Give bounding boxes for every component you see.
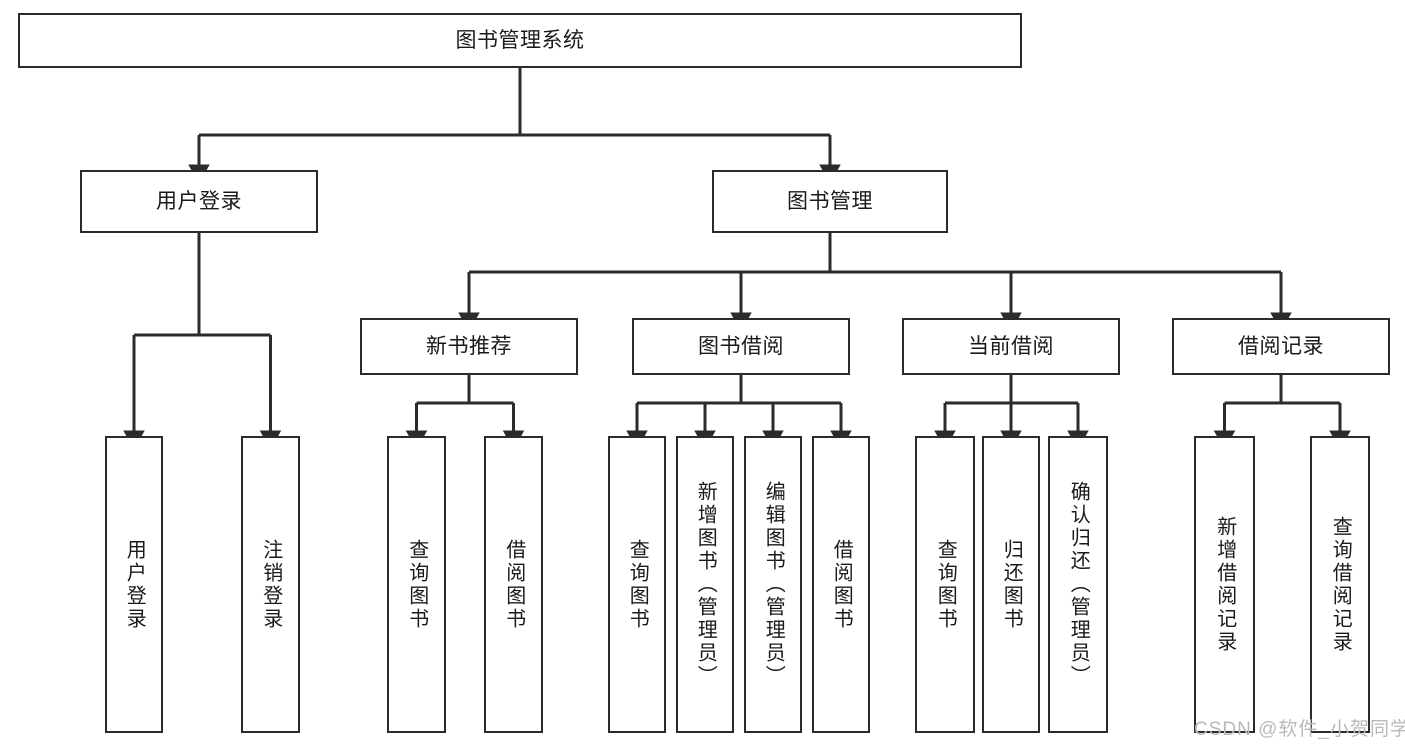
node-borrow-record-label: 借阅记录	[1238, 334, 1324, 358]
leaf-borrow-book-recommend[interactable]: 借阅图书	[484, 436, 543, 733]
node-new-book-recommend-label: 新书推荐	[426, 334, 512, 358]
node-root-label: 图书管理系统	[455, 28, 585, 52]
leaf-borrow-book[interactable]: 借阅图书	[812, 436, 870, 733]
leaf-edit-book-admin[interactable]: 编辑图书（管理员）	[744, 436, 802, 733]
node-book-borrow-label: 图书借阅	[698, 334, 784, 358]
leaf-user-login[interactable]: 用户登录	[105, 436, 163, 733]
leaf-query-book-recommend[interactable]: 查询图书	[387, 436, 446, 733]
node-user-login-label: 用户登录	[156, 189, 242, 213]
leaf-return-book[interactable]: 归还图书	[982, 436, 1040, 733]
node-book-manage[interactable]: 图书管理	[712, 170, 948, 233]
csdn-watermark: CSDN @软件_小贺同学	[1194, 719, 1405, 740]
leaf-user-logout-label: 注销登录	[259, 538, 282, 631]
leaf-confirm-return-admin[interactable]: 确认归还（管理员）	[1048, 436, 1108, 733]
leaf-query-book-current-label: 查询图书	[934, 538, 957, 631]
node-new-book-recommend[interactable]: 新书推荐	[360, 318, 578, 375]
leaf-return-book-label: 归还图书	[1000, 538, 1023, 631]
leaf-add-borrow-record-label: 新增借阅记录	[1213, 515, 1236, 654]
node-current-borrow[interactable]: 当前借阅	[902, 318, 1120, 375]
leaf-add-book-admin-label: 新增图书（管理员）	[694, 481, 717, 688]
leaf-query-book-current[interactable]: 查询图书	[915, 436, 975, 733]
leaf-add-book-admin[interactable]: 新增图书（管理员）	[676, 436, 734, 733]
leaf-user-login-label: 用户登录	[123, 538, 146, 631]
node-book-manage-label: 图书管理	[787, 189, 873, 213]
leaf-query-book-recommend-label: 查询图书	[405, 538, 428, 631]
leaf-query-borrow-record-label: 查询借阅记录	[1329, 515, 1352, 654]
leaf-query-book-borrow[interactable]: 查询图书	[608, 436, 666, 733]
leaf-edit-book-admin-label: 编辑图书（管理员）	[762, 481, 785, 688]
leaf-borrow-book-recommend-label: 借阅图书	[502, 538, 525, 631]
node-borrow-record[interactable]: 借阅记录	[1172, 318, 1390, 375]
node-root[interactable]: 图书管理系统	[18, 13, 1022, 68]
leaf-confirm-return-admin-label: 确认归还（管理员）	[1067, 481, 1090, 688]
node-book-borrow[interactable]: 图书借阅	[632, 318, 850, 375]
leaf-user-logout[interactable]: 注销登录	[241, 436, 300, 733]
node-user-login[interactable]: 用户登录	[80, 170, 318, 233]
leaf-query-borrow-record[interactable]: 查询借阅记录	[1310, 436, 1370, 733]
leaf-borrow-book-label: 借阅图书	[830, 538, 853, 631]
leaf-query-book-borrow-label: 查询图书	[626, 538, 649, 631]
node-current-borrow-label: 当前借阅	[968, 334, 1054, 358]
leaf-add-borrow-record[interactable]: 新增借阅记录	[1194, 436, 1255, 733]
